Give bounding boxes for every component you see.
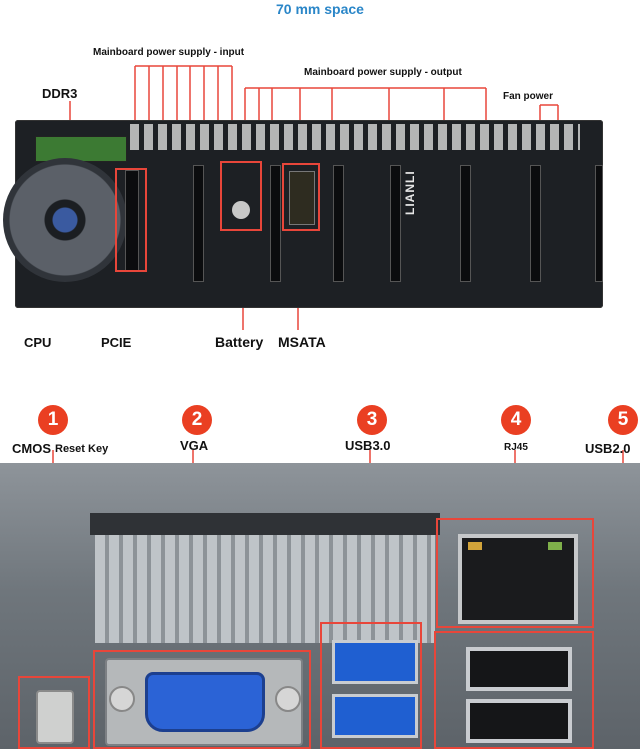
rj45-led-left — [468, 542, 482, 550]
usb20-port-bottom[interactable] — [466, 699, 572, 743]
pcie-highlight — [115, 168, 147, 272]
battery-highlight — [220, 161, 262, 231]
pcie-slot-3 — [270, 165, 281, 282]
vga-screw-right — [275, 686, 301, 712]
usb30-label: USB3.0 — [345, 438, 391, 453]
cpu-cooler — [3, 158, 127, 282]
heatsink-top-plate — [90, 513, 440, 535]
vga-screw-left — [109, 686, 135, 712]
port-badge-2: 2 — [182, 405, 212, 435]
msata-card — [289, 171, 315, 225]
reset-key-label: Reset Key — [55, 443, 109, 455]
power-connector-strip — [130, 124, 580, 150]
pcie-label: PCIE — [101, 335, 132, 350]
usb20-label: USB2.0 — [585, 441, 631, 456]
msata-highlight — [282, 163, 320, 231]
cmos-label: CMOS — [12, 441, 51, 456]
vga-highlight — [93, 650, 311, 749]
cmos-reset-button[interactable] — [36, 690, 74, 744]
pcie-slot-5 — [390, 165, 401, 282]
port-badge-5: 5 — [608, 405, 638, 435]
battery-label: Battery — [215, 334, 264, 350]
power-input-label: Mainboard power supply - input — [93, 47, 245, 58]
battery-cell — [232, 201, 250, 219]
vga-port[interactable] — [145, 672, 265, 732]
pcie-slot-2 — [193, 165, 204, 282]
pcie-slot-4 — [333, 165, 344, 282]
vga-label: VGA — [180, 438, 209, 453]
usb20-port-top[interactable] — [466, 647, 572, 691]
pcie-slot-6 — [460, 165, 471, 282]
usb30-highlight — [320, 622, 422, 749]
port-badge-3: 3 — [357, 405, 387, 435]
cpu-label: CPU — [24, 335, 52, 350]
pcie-slot-8 — [595, 165, 603, 282]
usb30-port-top[interactable] — [332, 640, 418, 684]
ddr3-slot — [35, 136, 127, 162]
cmos-reset-highlight — [18, 676, 90, 749]
rj45-led-right — [548, 542, 562, 550]
brand-mark: LIANLI — [403, 170, 417, 215]
msata-label: MSATA — [278, 334, 326, 350]
power-output-label: Mainboard power supply - output — [304, 67, 462, 78]
page-title: 70 mm space — [276, 1, 364, 17]
rj45-label: RJ45 — [504, 442, 528, 453]
port-badge-1: 1 — [38, 405, 68, 435]
usb30-port-bottom[interactable] — [332, 694, 418, 738]
usb20-highlight — [434, 631, 594, 749]
pcie-slot-7 — [530, 165, 541, 282]
port-badge-4: 4 — [501, 405, 531, 435]
rj45-highlight — [436, 518, 594, 628]
ddr3-label: DDR3 — [42, 86, 78, 101]
fan-power-label: Fan power — [503, 91, 554, 102]
